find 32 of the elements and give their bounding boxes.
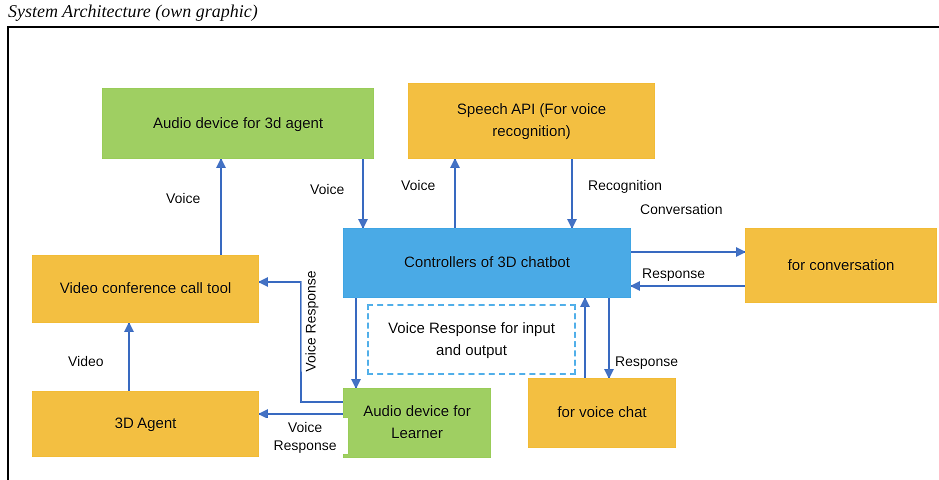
process-box	[408, 83, 655, 159]
arrow	[630, 281, 745, 291]
arrow	[450, 158, 460, 228]
arrow	[216, 158, 226, 255]
node-label: Controllers of 3D chatbot	[404, 253, 570, 273]
node-label: for conversation	[788, 256, 894, 276]
arrow	[124, 322, 134, 391]
node-label: 3D Agent	[114, 414, 176, 434]
process-box	[32, 255, 259, 323]
figure-title: System Architecture (own graphic)	[8, 0, 258, 22]
arrow	[567, 159, 577, 229]
device-box	[343, 388, 491, 458]
process-box	[32, 391, 259, 457]
controller-box	[343, 228, 631, 298]
arrow	[351, 298, 361, 389]
node-label: Speech API (For voice recognition)	[456, 100, 608, 142]
arrow	[358, 159, 368, 229]
process-box	[528, 378, 676, 448]
node-label: Audio device for 3d agent	[152, 114, 324, 134]
arrow	[631, 247, 746, 257]
node-label: Video conference call tool	[60, 279, 232, 299]
arrow	[258, 409, 343, 419]
arrow	[580, 297, 590, 378]
node-label: for voice chat	[557, 403, 647, 423]
node-label: Audio device for Learner	[362, 402, 472, 444]
process-box	[745, 228, 937, 303]
arrow	[258, 277, 343, 403]
arrow	[604, 298, 614, 379]
edge-label: Voice Response	[302, 270, 320, 372]
node-label: Voice Response for input and output	[387, 318, 556, 360]
device-box	[102, 88, 374, 159]
note-box	[367, 304, 576, 375]
